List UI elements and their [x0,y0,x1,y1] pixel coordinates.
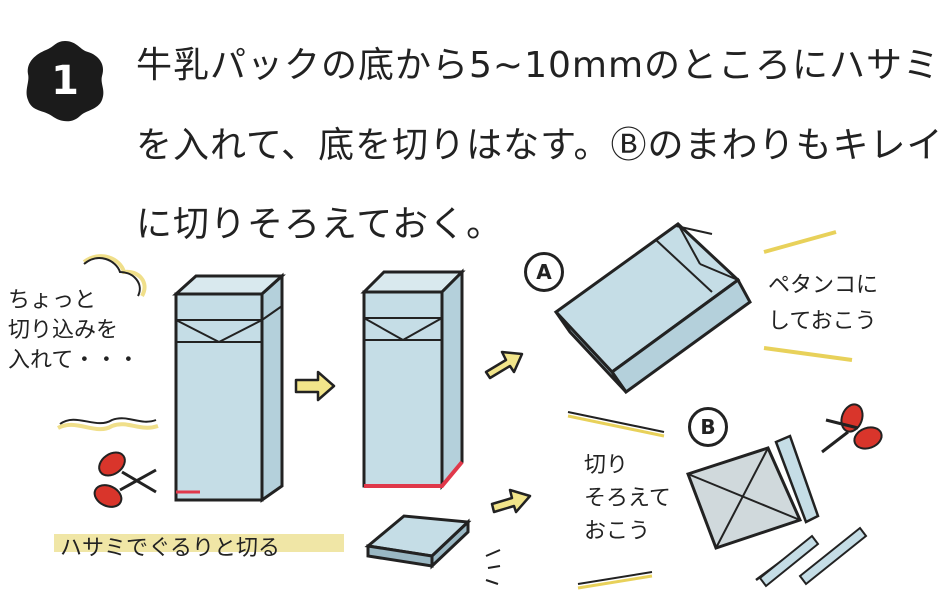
label-b: B [688,407,728,447]
carton-b-bottom [686,434,820,550]
note-cut-slit: ちょっと 切り込みを 入れて・・・ [8,286,139,376]
note-line: ペタンコに [768,273,879,298]
instruction-line-3: に切りそろえておく。 [136,204,504,245]
arrow-right-icon [484,350,524,380]
note-line: 切り [584,453,629,478]
instruction-line-1: 牛乳パックの底から5~10mmのところにハサミ [136,45,941,86]
cut-bottom-tray [364,514,472,570]
carton-uncut [172,272,286,503]
scissors-icon [93,451,157,508]
arrow-right-icon [490,488,532,514]
illustration [54,222,883,590]
note-trim: 切り そろえて おこう [584,449,671,548]
note-line: おこう [584,519,651,544]
scissors-caption: ハサミでぐるりと切る [60,536,281,561]
note-flatten: ペタンコに しておこう [768,268,878,340]
carton-cut-line [360,268,466,491]
step-number: 1 [51,58,79,104]
scissors-icon [821,403,883,454]
note-line: しておこう [768,309,877,334]
note-line: 切り込みを [8,318,119,343]
carton-a-flattened [553,222,752,395]
note-line: そろえて [584,486,671,511]
instruction-line-2: を入れて、底を切りはなす。Ⓑのまわりもキレイ [136,125,944,166]
note-line: 入れて・・・ [8,348,140,373]
step-badge-icon [26,41,104,122]
arrow-right-icon [294,370,336,402]
label-a: A [524,252,564,292]
note-line: ちょっと [8,288,97,313]
